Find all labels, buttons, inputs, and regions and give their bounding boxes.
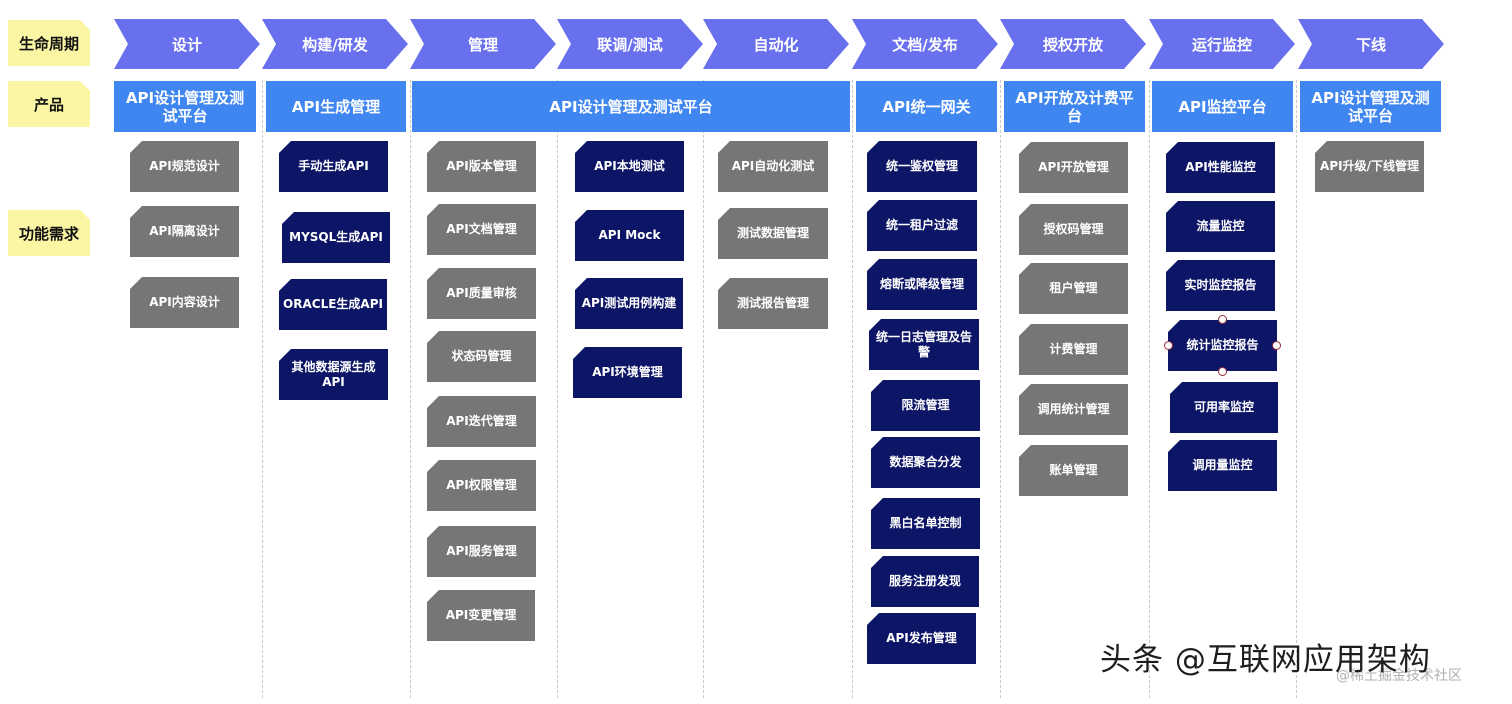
feature-card: API变更管理 [427,590,535,641]
feature-card: API自动化测试 [718,141,828,192]
feature-card: 统一鉴权管理 [867,141,977,192]
phase-automation: 自动化 [703,19,849,69]
product-offline-platform: API设计管理及测试平台 [1300,81,1441,132]
selection-handle[interactable] [1164,341,1173,350]
feature-card: API升级/下线管理 [1315,141,1424,192]
feature-card: 测试数据管理 [718,208,828,259]
feature-card: 状态码管理 [427,331,536,382]
feature-card: API版本管理 [427,141,536,192]
feature-card-selected[interactable]: 统计监控报告 [1168,320,1277,371]
column-divider [1149,80,1150,698]
feature-card: MYSQL生成API [282,212,390,263]
phase-publish: 文档/发布 [852,19,998,69]
phase-design: 设计 [114,19,260,69]
phase-monitor: 运行监控 [1149,19,1295,69]
selection-handle[interactable] [1218,315,1227,324]
row-label-feature: 功能需求 [8,210,90,256]
feature-card: 测试报告管理 [718,278,828,329]
feature-card: 限流管理 [871,380,980,431]
feature-card: API性能监控 [1166,142,1275,193]
phase-test: 联调/测试 [557,19,703,69]
product-api-generation: API生成管理 [266,81,406,132]
column-divider [1296,80,1297,698]
phase-build: 构建/研发 [262,19,408,69]
feature-card: 授权码管理 [1019,204,1128,255]
feature-card: 账单管理 [1019,445,1128,496]
feature-card: API内容设计 [130,277,239,328]
column-divider [410,80,411,698]
phase-open: 授权开放 [1000,19,1146,69]
phase-offline: 下线 [1298,19,1444,69]
row-label-lifecycle: 生命周期 [8,20,90,66]
product-open-billing: API开放及计费平台 [1004,81,1145,132]
feature-card: API环境管理 [573,347,682,398]
watermark-sub: @稀土掘金技术社区 [1336,668,1462,684]
feature-card: API发布管理 [867,613,976,664]
feature-card: 熔断或降级管理 [867,259,977,310]
feature-card: 流量监控 [1166,201,1275,252]
feature-card: API文档管理 [427,204,536,255]
column-divider [703,80,704,698]
feature-card: 计费管理 [1019,324,1128,375]
feature-card: API规范设计 [130,141,239,192]
feature-card: 统一日志管理及告警 [869,319,979,370]
feature-card: 租户管理 [1019,263,1128,314]
feature-card: API权限管理 [427,460,536,511]
feature-card: API隔离设计 [130,206,239,257]
column-divider [262,80,263,698]
feature-card: 实时监控报告 [1166,260,1275,311]
product-monitor-platform: API监控平台 [1152,81,1293,132]
feature-card: 调用量监控 [1168,440,1277,491]
product-gateway: API统一网关 [856,81,997,132]
watermark: 头条 @互联网应用架构 [1100,642,1431,678]
feature-card: ORACLE生成API [279,279,387,330]
feature-card: 统一租户过滤 [867,200,977,251]
feature-card: 调用统计管理 [1019,384,1128,435]
feature-card: API开放管理 [1019,142,1128,193]
feature-card: API服务管理 [427,526,536,577]
selection-handle[interactable] [1218,367,1227,376]
selection-handle[interactable] [1272,341,1281,350]
feature-card: API迭代管理 [427,396,536,447]
feature-card: API测试用例构建 [575,278,683,329]
feature-card: API本地测试 [575,141,684,192]
feature-card: 其他数据源生成API [279,349,388,400]
column-divider [1000,80,1001,698]
feature-card: API质量审核 [427,268,536,319]
row-label-product: 产品 [8,81,90,127]
feature-card: 黑白名单控制 [871,498,980,549]
feature-card: API Mock [575,210,684,261]
column-divider [852,80,853,698]
feature-card: 服务注册发现 [871,556,979,607]
product-design-platform: API设计管理及测试平台 [114,81,256,132]
feature-card: 手动生成API [279,141,388,192]
product-design-test-platform: API设计管理及测试平台 [412,81,850,132]
column-divider [557,80,558,698]
feature-card: 可用率监控 [1170,382,1278,433]
feature-card: 数据聚合分发 [871,437,980,488]
phase-manage: 管理 [410,19,556,69]
